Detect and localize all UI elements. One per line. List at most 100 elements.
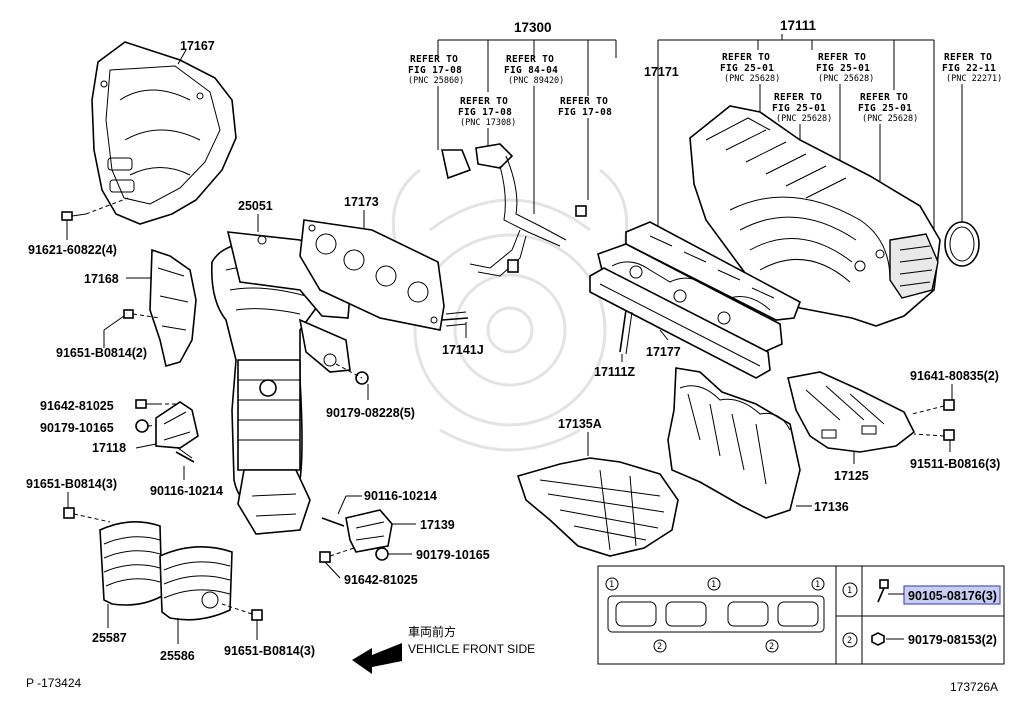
svg-text:FIG 17-08: FIG 17-08 bbox=[408, 65, 462, 76]
svg-text:FIG 17-08: FIG 17-08 bbox=[458, 107, 512, 118]
stud-90116-b[interactable] bbox=[321, 517, 345, 527]
label-25586: 25586 bbox=[160, 649, 195, 663]
stay-17118[interactable] bbox=[155, 401, 199, 449]
heat-insulator-17167[interactable] bbox=[91, 41, 237, 225]
svg-text:(PNC 25628): (PNC 25628) bbox=[862, 114, 918, 124]
svg-text:(PNC 17308): (PNC 17308) bbox=[460, 118, 516, 128]
footer-left: P -173424 bbox=[26, 676, 81, 690]
bracket-17139[interactable] bbox=[345, 509, 393, 553]
ref-block-9[interactable]: REFER TO FIG 22-11 (PNC 22271) bbox=[942, 52, 1002, 84]
legend-mark-2-key: 2 bbox=[847, 636, 852, 646]
ref-block-1[interactable]: REFER TO FIG 17-08 (PNC 25860) bbox=[408, 54, 464, 86]
svg-text:(PNC 25628): (PNC 25628) bbox=[818, 74, 874, 84]
stud-90116-a[interactable] bbox=[175, 447, 195, 463]
label-91511: 91511-B0816(3) bbox=[910, 457, 1000, 471]
legend-mark-2b: 2 bbox=[769, 642, 774, 652]
insulator-25587[interactable] bbox=[99, 521, 163, 606]
direction-jp: 車両前方 bbox=[408, 624, 456, 639]
svg-text:REFER TO: REFER TO bbox=[410, 54, 458, 65]
ref-block-8[interactable]: REFER TO FIG 25-01 (PNC 25628) bbox=[858, 92, 918, 124]
insulator-25586[interactable] bbox=[159, 546, 233, 621]
insulator-17135A[interactable] bbox=[516, 457, 679, 557]
legend-nut-icon bbox=[871, 632, 885, 646]
label-91651-a: 91651-B0814(2) bbox=[56, 346, 147, 360]
label-17177: 17177 bbox=[646, 345, 681, 359]
intake-manifold-17111[interactable] bbox=[689, 105, 941, 327]
nut-90179-c[interactable] bbox=[375, 547, 389, 561]
svg-text:FIG 17-08: FIG 17-08 bbox=[558, 107, 612, 118]
spacer-17177[interactable] bbox=[589, 267, 771, 379]
bolt-91621[interactable] bbox=[61, 211, 87, 221]
label-91651-b: 91651-B0814(3) bbox=[26, 477, 117, 491]
stud-17141J[interactable] bbox=[441, 311, 469, 327]
label-25051: 25051 bbox=[238, 199, 273, 213]
label-17135A: 17135A bbox=[558, 417, 602, 431]
svg-text:FIG 25-01: FIG 25-01 bbox=[816, 63, 870, 74]
svg-text:FIG 22-11: FIG 22-11 bbox=[942, 63, 996, 74]
stud-17111Z[interactable] bbox=[619, 309, 633, 355]
label-17118: 17118 bbox=[92, 441, 126, 455]
label-90179-b: 90179-08228(5) bbox=[326, 406, 415, 420]
svg-text:FIG 25-01: FIG 25-01 bbox=[858, 103, 912, 114]
label-17136: 17136 bbox=[814, 500, 849, 514]
direction-en: VEHICLE FRONT SIDE bbox=[408, 642, 535, 656]
label-91642-a: 91642-81025 bbox=[40, 399, 114, 413]
label-90116-a: 90116-10214 bbox=[150, 484, 223, 498]
watermark-emblem bbox=[391, 168, 629, 452]
svg-text:(PNC 89420): (PNC 89420) bbox=[508, 76, 564, 86]
bolt-91511[interactable] bbox=[943, 429, 955, 441]
ref-block-6[interactable]: REFER TO FIG 25-01 (PNC 25628) bbox=[816, 52, 874, 84]
bolt-91651-b[interactable] bbox=[63, 507, 111, 523]
svg-text:(PNC 25628): (PNC 25628) bbox=[724, 74, 780, 84]
label-17300: 17300 bbox=[514, 20, 552, 35]
footer-right: 173726A bbox=[950, 680, 998, 694]
bolt-91642-b[interactable] bbox=[319, 547, 355, 563]
svg-text:FIG 25-01: FIG 25-01 bbox=[772, 103, 826, 114]
bracket-17168[interactable] bbox=[149, 248, 197, 368]
svg-text:REFER TO: REFER TO bbox=[860, 92, 908, 103]
front-arrow-icon bbox=[352, 643, 402, 674]
legend-mark-2a: 2 bbox=[657, 642, 662, 652]
ref-block-4[interactable]: REFER TO FIG 17-08 bbox=[558, 96, 612, 118]
legend-mark-1-key: 1 bbox=[847, 586, 852, 596]
label-90179-c: 90179-10165 bbox=[416, 548, 490, 562]
label-17168: 17168 bbox=[84, 272, 119, 286]
insulator-17125[interactable] bbox=[787, 371, 916, 453]
nut-90179-a[interactable] bbox=[135, 419, 149, 433]
label-91651-c: 91651-B0814(3) bbox=[224, 644, 315, 658]
legend-part-2[interactable]: 90179-08153(2) bbox=[908, 633, 997, 647]
bolt-91651-a[interactable] bbox=[123, 309, 161, 319]
legend-bolt-icon bbox=[877, 579, 889, 603]
label-90179-a: 90179-10165 bbox=[40, 421, 114, 435]
bolt-91642-a[interactable] bbox=[135, 399, 158, 409]
label-17111Z: 17111Z bbox=[594, 365, 635, 379]
label-17167: 17167 bbox=[180, 39, 215, 53]
label-91642-b: 91642-81025 bbox=[344, 573, 418, 587]
gasket-17173[interactable] bbox=[299, 219, 445, 331]
label-17111: 17111 bbox=[780, 18, 817, 33]
bolt-91641[interactable] bbox=[943, 399, 955, 411]
legend-mark-1b: 1 bbox=[711, 580, 716, 590]
svg-text:REFER TO: REFER TO bbox=[506, 54, 554, 65]
label-17139: 17139 bbox=[420, 518, 455, 532]
insulator-17136[interactable] bbox=[667, 367, 801, 519]
vacuum-hose-17300[interactable] bbox=[441, 143, 587, 277]
svg-text:REFER TO: REFER TO bbox=[722, 52, 770, 63]
label-25587: 25587 bbox=[92, 631, 127, 645]
gasket-22271[interactable] bbox=[944, 221, 980, 267]
svg-text:REFER TO: REFER TO bbox=[944, 52, 992, 63]
ref-block-7[interactable]: REFER TO FIG 25-01 (PNC 25628) bbox=[772, 92, 832, 124]
ref-block-3[interactable]: REFER TO FIG 84-04 (PNC 89420) bbox=[504, 54, 564, 86]
exhaust-manifold-25051[interactable] bbox=[210, 231, 353, 535]
ref-block-5[interactable]: REFER TO FIG 25-01 (PNC 25628) bbox=[720, 52, 780, 84]
label-17171: 17171 bbox=[644, 65, 679, 79]
label-17173: 17173 bbox=[344, 195, 379, 209]
legend-box bbox=[597, 565, 1005, 665]
svg-text:REFER TO: REFER TO bbox=[460, 96, 508, 107]
highlighted-part-box[interactable] bbox=[903, 585, 1001, 605]
label-91641: 91641-80835(2) bbox=[910, 369, 999, 383]
ref-block-2[interactable]: REFER TO FIG 17-08 (PNC 17308) bbox=[458, 96, 516, 128]
legend-part-1[interactable]: 90105-08176(3) bbox=[908, 589, 997, 603]
